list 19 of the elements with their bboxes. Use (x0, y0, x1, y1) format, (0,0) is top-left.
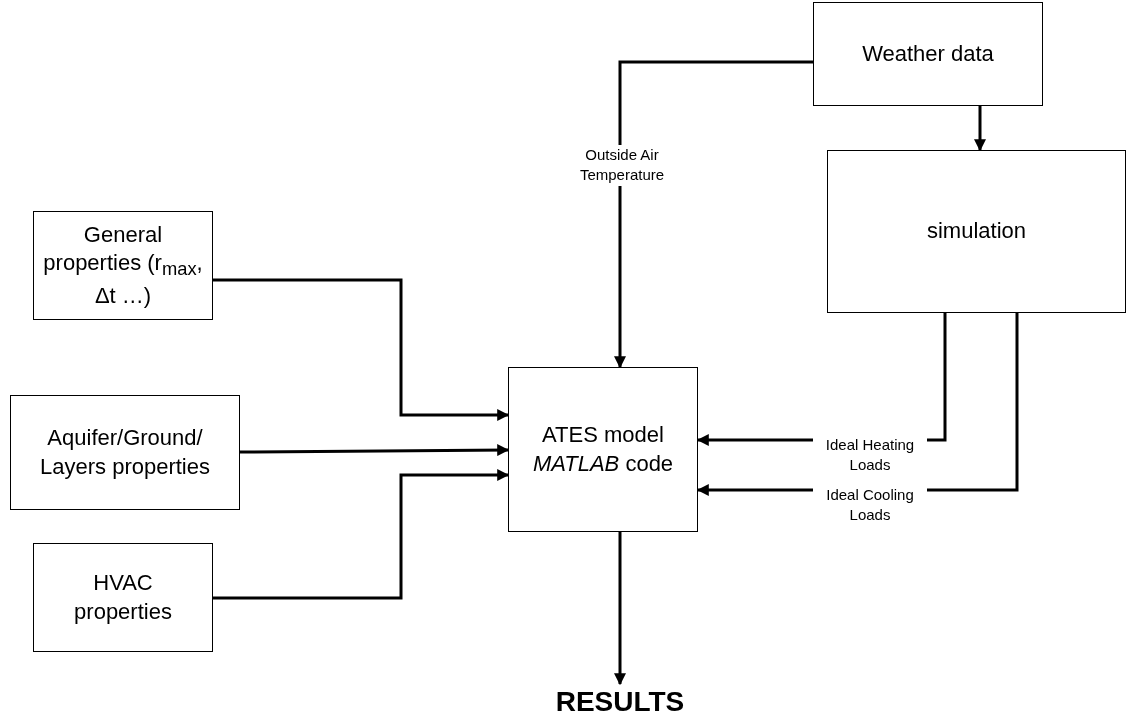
results-label: RESULTS (540, 684, 700, 720)
arrow (614, 60, 813, 369)
process-box (508, 367, 698, 532)
arrow (240, 444, 510, 457)
box-text: Weather data (862, 39, 994, 68)
process-box (813, 2, 1043, 106)
process-box (33, 543, 213, 652)
arrow (614, 532, 626, 686)
arrow (974, 106, 986, 152)
process-box (33, 211, 213, 320)
box-text: simulation (926, 217, 1026, 246)
box-text: ATES model MATLAB code (531, 420, 675, 478)
arrow (213, 278, 510, 421)
process-box (10, 395, 240, 510)
arrow (213, 469, 510, 600)
box-text: Aquifer/Ground/ Layers properties (39, 423, 211, 481)
process-box (827, 150, 1126, 313)
box-text: General properties (r$_{max}$, Δt …) (42, 220, 204, 310)
box-text: HVAC properties (73, 568, 173, 626)
